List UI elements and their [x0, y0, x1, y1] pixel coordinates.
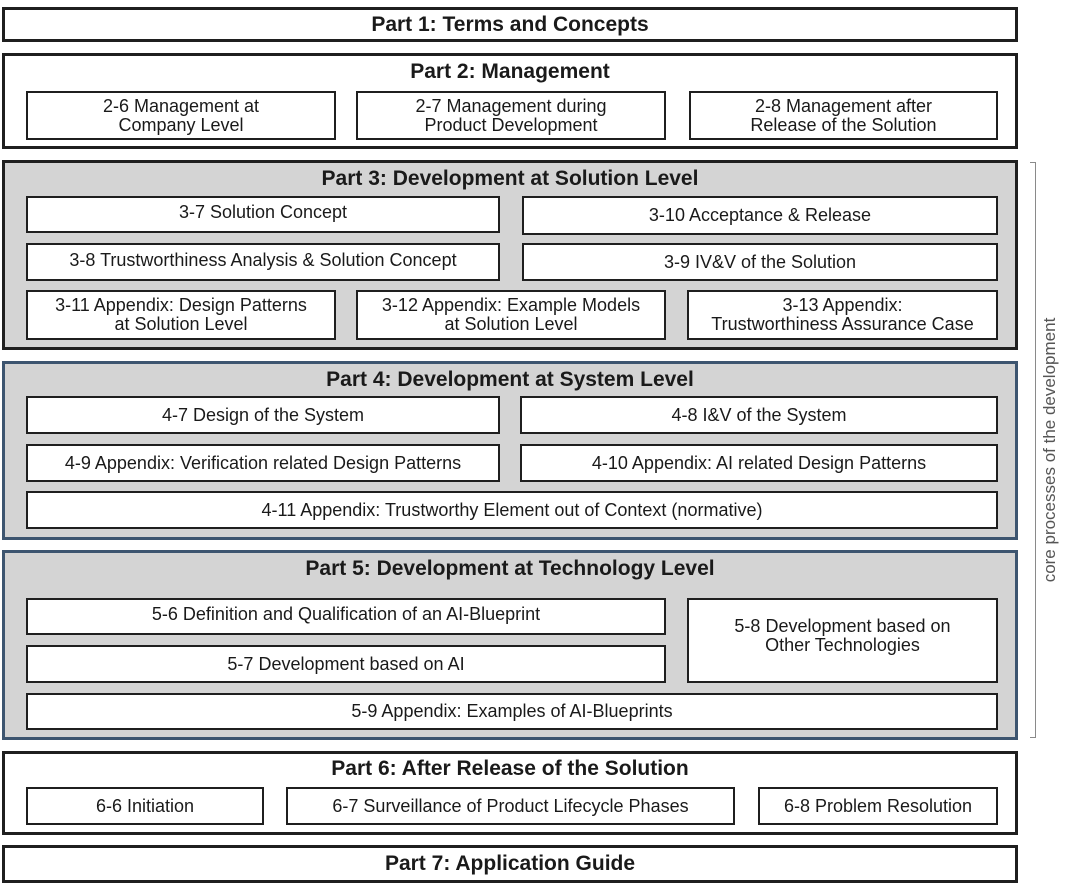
part-1: Part 1: Terms and Concepts — [2, 7, 1018, 42]
item-5-7: 5-7 Development based on AI — [26, 645, 666, 683]
part-3-title: Part 3: Development at Solution Level — [321, 167, 699, 190]
item-5-9: 5-9 Appendix: Examples of AI-Blueprints — [26, 693, 998, 730]
item-6-8: 6-8 Problem Resolution — [758, 787, 998, 825]
item-5-6: 5-6 Definition and Qualification of an A… — [26, 598, 666, 635]
item-3-8: 3-8 Trustworthiness Analysis & Solution … — [26, 243, 500, 281]
part-7: Part 7: Application Guide — [2, 845, 1018, 883]
item-3-13: 3-13 Appendix:Trustworthiness Assurance … — [687, 290, 998, 340]
item-4-11: 4-11 Appendix: Trustworthy Element out o… — [26, 491, 998, 529]
part-4-title: Part 4: Development at System Level — [326, 368, 694, 391]
part-6-title: Part 6: After Release of the Solution — [331, 757, 689, 780]
item-4-8: 4-8 I&V of the System — [520, 396, 998, 434]
part-2-title: Part 2: Management — [410, 60, 610, 83]
item-3-7: 3-7 Solution Concept — [26, 196, 500, 233]
item-3-9: 3-9 IV&V of the Solution — [522, 243, 998, 281]
part-7-title: Part 7: Application Guide — [384, 852, 636, 875]
part-1-title: Part 1: Terms and Concepts — [371, 13, 649, 36]
core-processes-bracket — [1030, 162, 1036, 738]
item-3-10: 3-10 Acceptance & Release — [522, 196, 998, 235]
item-4-10: 4-10 Appendix: AI related Design Pattern… — [520, 444, 998, 482]
item-6-6: 6-6 Initiation — [26, 787, 264, 825]
part-5-title: Part 5: Development at Technology Level — [305, 557, 715, 580]
part-5: Part 5: Development at Technology Level … — [2, 550, 1018, 740]
item-4-7: 4-7 Design of the System — [26, 396, 500, 434]
part-3: Part 3: Development at Solution Level 3-… — [2, 160, 1018, 350]
core-processes-text: core processes of the development — [1040, 317, 1059, 583]
item-6-7: 6-7 Surveillance of Product Lifecycle Ph… — [286, 787, 735, 825]
part-6: Part 6: After Release of the Solution 6-… — [2, 751, 1018, 835]
part-4: Part 4: Development at System Level 4-7 … — [2, 361, 1018, 540]
item-4-9: 4-9 Appendix: Verification related Desig… — [26, 444, 500, 482]
